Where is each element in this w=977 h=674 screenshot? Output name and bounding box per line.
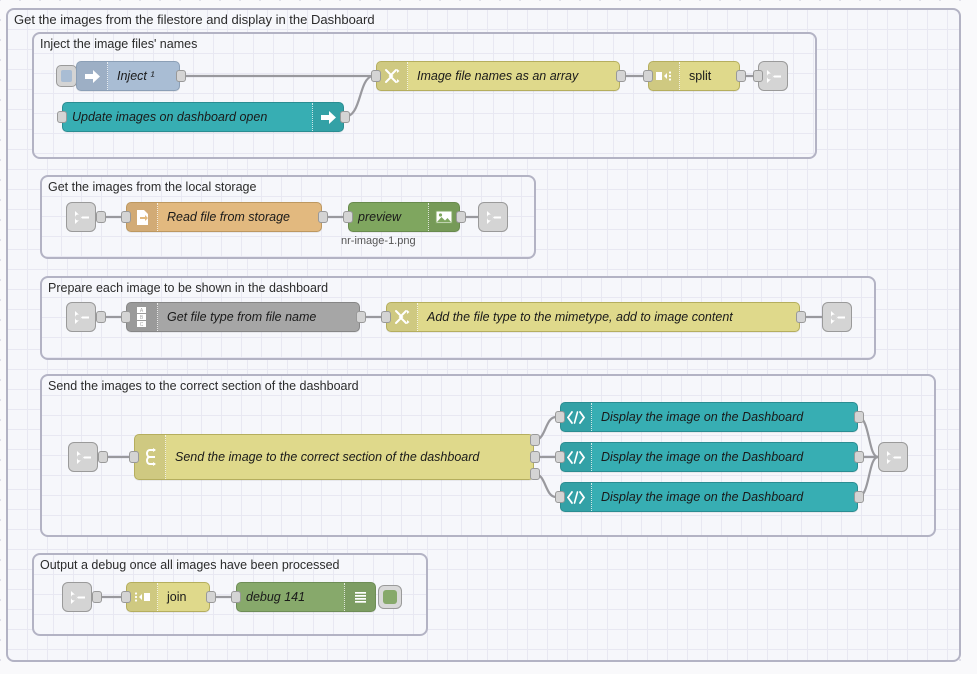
- code-icon: [561, 403, 592, 431]
- node-add-mimetype[interactable]: Add the file type to the mimetype, add t…: [386, 302, 800, 332]
- node-add-mimetype-label: Add the file type to the mimetype, add t…: [427, 310, 733, 324]
- node-template-2[interactable]: Display the image on the Dashboard: [560, 442, 858, 472]
- group-inject-names[interactable]: Inject the image files' names: [32, 32, 817, 159]
- file-icon: [127, 203, 158, 231]
- dashboard-open-output-port[interactable]: [340, 111, 350, 123]
- node-switch-section-label: Send the image to the correct section of…: [175, 450, 480, 464]
- function-icon: [387, 303, 418, 331]
- image-array-output-port[interactable]: [616, 70, 626, 82]
- link-in-3-output-port[interactable]: [96, 311, 106, 323]
- node-template-3[interactable]: Display the image on the Dashboard: [560, 482, 858, 512]
- node-switch-section[interactable]: Send the image to the correct section of…: [134, 434, 534, 480]
- group-inject-names-label: Inject the image files' names: [40, 37, 198, 51]
- group-outer-label: Get the images from the filestore and di…: [14, 12, 375, 27]
- node-template-2-label: Display the image on the Dashboard: [601, 450, 804, 464]
- debug-toggle-indicator: [383, 590, 397, 604]
- node-image-array[interactable]: Image file names as an array: [376, 61, 620, 91]
- dashboard-open-input-port[interactable]: [57, 111, 67, 123]
- node-link-out-3[interactable]: [822, 302, 852, 332]
- link-in-5-output-port[interactable]: [92, 591, 102, 603]
- add-mimetype-input-port[interactable]: [381, 311, 391, 323]
- node-split[interactable]: split: [648, 61, 740, 91]
- join-output-port[interactable]: [206, 591, 216, 603]
- node-image-array-label: Image file names as an array: [417, 69, 579, 83]
- node-link-in-5[interactable]: [62, 582, 92, 612]
- node-template-1[interactable]: Display the image on the Dashboard: [560, 402, 858, 432]
- function-icon: [377, 62, 408, 90]
- join-icon: [127, 583, 158, 611]
- switch-output-port-1[interactable]: [530, 434, 540, 446]
- read-file-input-port[interactable]: [121, 211, 131, 223]
- node-preview[interactable]: preview: [348, 202, 460, 232]
- template-1-output-port[interactable]: [854, 411, 864, 423]
- group-send-section-label: Send the images to the correct section o…: [48, 379, 359, 393]
- image-icon: [428, 203, 459, 231]
- template-1-input-port[interactable]: [555, 411, 565, 423]
- switch-output-port-2[interactable]: [530, 451, 540, 463]
- node-read-file[interactable]: Read file from storage: [126, 202, 322, 232]
- switch-input-port[interactable]: [129, 451, 139, 463]
- group-local-storage-label: Get the images from the local storage: [48, 180, 257, 194]
- group-prepare-image-label: Prepare each image to be shown in the da…: [48, 281, 329, 295]
- svg-text:A: A: [140, 308, 144, 314]
- split-icon: [649, 62, 680, 90]
- join-input-port[interactable]: [121, 591, 131, 603]
- group-output-debug-label: Output a debug once all images have been…: [40, 558, 340, 572]
- node-dashboard-open[interactable]: Update images on dashboard open: [62, 102, 344, 132]
- debug-toggle-button[interactable]: [378, 585, 402, 609]
- template-2-input-port[interactable]: [555, 451, 565, 463]
- template-3-input-port[interactable]: [555, 491, 565, 503]
- switch-output-port-3[interactable]: [530, 468, 540, 480]
- node-dashboard-open-label: Update images on dashboard open: [72, 110, 268, 124]
- node-template-1-label: Display the image on the Dashboard: [601, 410, 804, 424]
- change-abc-icon: A B C: [127, 303, 158, 331]
- link-in-2-output-port[interactable]: [96, 211, 106, 223]
- debug-input-port[interactable]: [231, 591, 241, 603]
- split-output-port[interactable]: [736, 70, 746, 82]
- code-icon: [561, 483, 592, 511]
- template-2-output-port[interactable]: [854, 451, 864, 463]
- node-inject-label: Inject ¹: [117, 69, 155, 83]
- image-array-input-port[interactable]: [371, 70, 381, 82]
- add-mimetype-output-port[interactable]: [796, 311, 806, 323]
- get-file-type-output-port[interactable]: [356, 311, 366, 323]
- inject-trigger-button[interactable]: [56, 65, 77, 87]
- link-in-4-output-port[interactable]: [98, 451, 108, 463]
- node-inject[interactable]: Inject ¹: [76, 61, 180, 91]
- svg-text:C: C: [140, 322, 144, 328]
- node-template-3-label: Display the image on the Dashboard: [601, 490, 804, 504]
- node-read-file-label: Read file from storage: [167, 210, 290, 224]
- inject-arrow-icon: [77, 62, 108, 90]
- preview-output-port[interactable]: [456, 211, 466, 223]
- preview-sublabel: nr-image-1.png: [341, 235, 416, 247]
- node-join[interactable]: join: [126, 582, 210, 612]
- inject-output-port[interactable]: [176, 70, 186, 82]
- node-get-file-type[interactable]: A B C Get file type from file name: [126, 302, 360, 332]
- node-debug[interactable]: debug 141: [236, 582, 376, 612]
- read-file-output-port[interactable]: [318, 211, 328, 223]
- template-3-output-port[interactable]: [854, 491, 864, 503]
- svg-text:B: B: [140, 315, 144, 321]
- preview-input-port[interactable]: [343, 211, 353, 223]
- node-link-out-4[interactable]: [878, 442, 908, 472]
- node-link-in-4[interactable]: [68, 442, 98, 472]
- switch-icon: [135, 435, 166, 479]
- get-file-type-input-port[interactable]: [121, 311, 131, 323]
- node-debug-label: debug 141: [246, 590, 306, 604]
- inject-button-indicator: [61, 70, 72, 82]
- split-input-port[interactable]: [643, 70, 653, 82]
- node-preview-label: preview: [358, 210, 402, 224]
- node-split-label: split: [689, 69, 712, 83]
- debug-lines-icon: [344, 583, 375, 611]
- node-link-out-2[interactable]: [478, 202, 508, 232]
- link-out-1-input-port[interactable]: [753, 70, 763, 82]
- arrow-right-icon: [312, 103, 343, 131]
- node-link-in-2[interactable]: [66, 202, 96, 232]
- node-get-file-type-label: Get file type from file name: [167, 310, 317, 324]
- node-join-label: join: [167, 590, 187, 604]
- node-link-in-3[interactable]: [66, 302, 96, 332]
- code-icon: [561, 443, 592, 471]
